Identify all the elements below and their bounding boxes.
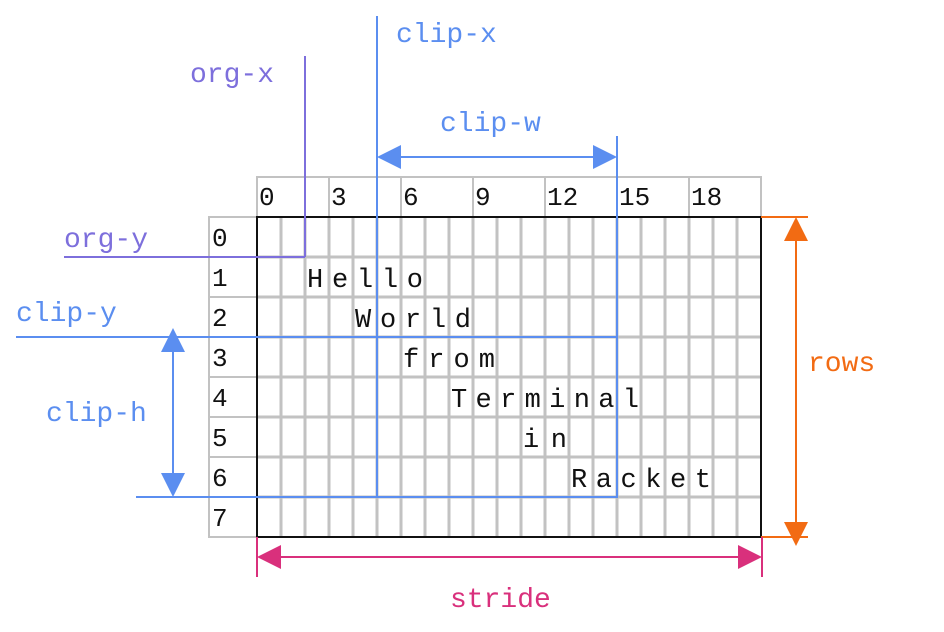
clip-h-label: clip-h <box>46 399 147 430</box>
grid-border <box>256 216 762 538</box>
org-y-label: org-y <box>64 225 148 256</box>
row-header-cell <box>208 296 258 338</box>
stride-arrow-head-right <box>738 545 762 569</box>
row-label: 1 <box>212 264 228 294</box>
rows-arrow-head-up <box>784 217 808 241</box>
stride-arrow-head-left <box>257 545 281 569</box>
clip-w-label: clip-w <box>440 109 541 140</box>
row-label: 5 <box>212 424 228 454</box>
row-label: 7 <box>212 504 228 534</box>
clip-y-label: clip-y <box>16 299 117 330</box>
cell-grid <box>256 216 762 538</box>
row-header-cell <box>208 376 258 418</box>
org-x-label: org-x <box>190 60 274 91</box>
col-label: 15 <box>619 183 650 213</box>
col-label: 6 <box>403 183 419 213</box>
clip-w-arrow-head-right <box>593 145 617 169</box>
row-label: 4 <box>212 384 228 414</box>
rows-label: rows <box>808 349 875 380</box>
rows-arrow <box>784 217 808 546</box>
stride-label: stride <box>450 585 551 616</box>
col-label: 12 <box>547 183 578 213</box>
clip-w-arrow <box>377 145 617 169</box>
row-label: 0 <box>212 224 228 254</box>
row-label: 2 <box>212 304 228 334</box>
row-label: 3 <box>212 344 228 374</box>
rows-arrow-head-down <box>784 522 808 546</box>
clip-h-arrow-head-up <box>161 328 185 352</box>
clip-h-arrow <box>161 328 185 497</box>
col-label: 18 <box>691 183 722 213</box>
stride-arrow <box>257 545 762 569</box>
clip-rect <box>376 336 618 498</box>
clip-x-label: clip-x <box>396 20 497 51</box>
clip-w-arrow-head-left <box>377 145 401 169</box>
annotations: org-x org-y clip-x clip-y clip-w clip-h … <box>16 16 875 616</box>
row-header-cell <box>208 216 258 258</box>
col-label: 3 <box>331 183 347 213</box>
col-label: 9 <box>475 183 491 213</box>
clip-h-arrow-head-down <box>161 473 185 497</box>
row-label: 6 <box>212 464 228 494</box>
col-label: 0 <box>259 183 275 213</box>
row-header: 0 1 2 3 4 5 6 7 <box>208 216 258 538</box>
column-header: 0 3 6 9 12 15 18 <box>256 176 762 218</box>
